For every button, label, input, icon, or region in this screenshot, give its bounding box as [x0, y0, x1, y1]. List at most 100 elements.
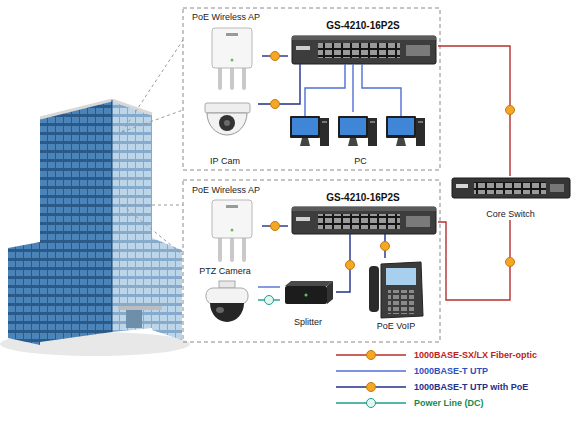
antenna	[218, 236, 222, 260]
ports	[474, 182, 546, 194]
splitter-led	[305, 294, 308, 297]
device-label: PoE Wireless AP	[192, 185, 260, 196]
switch-logo	[296, 217, 310, 221]
cable-badge	[506, 106, 515, 115]
callout-line	[122, 40, 183, 132]
phone-body	[381, 262, 423, 318]
camera-housing	[206, 288, 248, 304]
building-corner	[112, 100, 113, 332]
legend-badge	[367, 383, 376, 392]
device-label: PTZ Camera	[199, 266, 251, 277]
antenna	[230, 66, 234, 88]
sfp-ports	[406, 216, 430, 227]
building-wing	[8, 242, 40, 345]
splitter-top	[285, 281, 333, 286]
pc-monitor	[290, 116, 320, 138]
camera-dome	[210, 303, 244, 322]
ap-body	[212, 28, 252, 68]
floor-group-box	[183, 8, 440, 170]
cable-badge	[265, 296, 274, 305]
switch-top	[292, 207, 436, 211]
badge-group	[265, 52, 515, 305]
pc-drive	[322, 121, 327, 123]
utp-cable	[305, 64, 345, 116]
cable-badge	[271, 222, 280, 231]
device-label: Core Switch	[486, 209, 535, 220]
cable-badge	[271, 100, 280, 109]
switch-icon	[292, 207, 436, 234]
ports	[318, 43, 400, 58]
access-point: PoE Wireless AP	[190, 185, 262, 264]
phone-keypad	[388, 290, 414, 314]
phone-screen	[386, 268, 416, 285]
floor-group-box	[183, 180, 440, 342]
poe-splitter: Splitter	[280, 276, 336, 328]
ip-camera: IP Cam	[192, 95, 258, 167]
pc-icon	[338, 116, 377, 146]
pc-monitor	[338, 116, 368, 138]
dome-highlight	[216, 307, 224, 313]
callout-line	[122, 110, 183, 132]
utp-cable	[258, 286, 280, 287]
building-lobby	[152, 238, 182, 340]
device-label: PoE Wireless AP	[192, 12, 260, 23]
callout-line	[122, 205, 183, 255]
core-switch: Core Switch	[448, 176, 573, 220]
pc-drive	[418, 121, 423, 123]
dome-camera-icon	[205, 103, 250, 135]
access-point-icon	[212, 200, 252, 260]
poe-switch: GS-4210-16P2S	[288, 20, 438, 64]
pc-icon	[290, 116, 329, 146]
sfp-ports	[406, 45, 430, 56]
ap-led	[231, 229, 234, 232]
legend-text: Power Line (DC)	[414, 397, 484, 409]
pc-screen	[292, 118, 318, 135]
legend-text: 1000BASE-SX/LX Fiber-optic	[414, 349, 537, 361]
splitter-icon	[285, 281, 333, 304]
legend-sample	[336, 351, 406, 360]
voip-phone-icon	[369, 262, 423, 318]
ptz-camera-icon	[206, 281, 248, 322]
device-label: GS-4210-16P2S	[326, 20, 399, 31]
building-front	[40, 100, 112, 342]
switch-icon	[292, 36, 436, 64]
switch-body	[292, 207, 436, 234]
switch-logo	[456, 184, 468, 188]
ptz-camera: PTZ Camera	[192, 266, 258, 338]
cable-badge	[506, 258, 515, 267]
access-point-icon	[212, 28, 252, 88]
core-switch-icon	[452, 178, 570, 198]
pc-monitor	[386, 116, 416, 138]
legend-sample	[336, 371, 406, 372]
ports	[318, 214, 400, 229]
ap-logo	[226, 33, 238, 36]
pc-stand	[300, 138, 310, 146]
antenna	[230, 236, 234, 260]
entrance-canopy	[118, 306, 162, 310]
switch-top	[292, 36, 436, 40]
device-label: IP Cam	[210, 156, 240, 167]
device-label: PC	[354, 156, 367, 167]
port-block	[474, 182, 546, 194]
ap-led	[231, 59, 234, 62]
legend-sample-group	[336, 351, 406, 408]
fiber-cable	[438, 220, 510, 300]
building-side	[112, 100, 152, 332]
legend-sample	[336, 383, 406, 392]
phone-handset	[369, 266, 379, 312]
legend-badge	[367, 399, 376, 408]
access-point: PoE Wireless AP	[190, 12, 262, 92]
pc-stand	[396, 138, 406, 146]
pc-screen	[340, 118, 366, 135]
legend-text: 1000BASE-T UTP with PoE	[414, 381, 528, 393]
cable-badge	[346, 261, 355, 270]
legend-text: 1000BASE-T UTP	[414, 365, 488, 377]
poe-cable	[258, 64, 300, 104]
camera-dome	[207, 113, 247, 135]
splitter-side	[327, 281, 333, 304]
antenna	[242, 66, 246, 88]
camera-mount	[219, 281, 235, 288]
callout-lines	[122, 40, 183, 255]
legend-sample	[336, 399, 406, 408]
